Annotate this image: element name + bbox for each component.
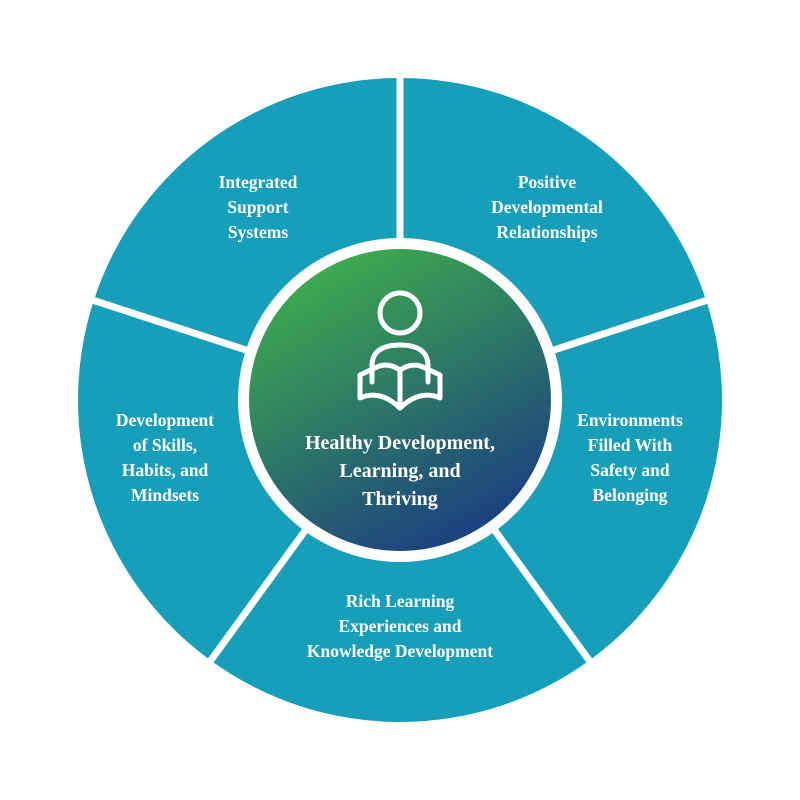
center-label-line: Healthy Development,	[305, 432, 495, 454]
segment-label-line: Belonging	[593, 485, 668, 505]
segment-label-line: Filled With	[588, 435, 673, 455]
segment-label-line: Positive	[518, 172, 577, 192]
segment-label-line: Mindsets	[131, 485, 199, 505]
segment-label-line: Rich Learning	[346, 591, 455, 611]
segment-label-line: Systems	[228, 222, 288, 242]
segment-label-line: Safety and	[590, 460, 670, 480]
segment-label-line: Integrated	[219, 172, 298, 192]
person-reading-book-icon	[357, 290, 443, 411]
segment-label-line: Development	[116, 410, 214, 430]
segment-label-line: Environments	[577, 410, 683, 430]
segment-label-line: Habits, and	[122, 460, 209, 480]
segment-label-line: Experiences and	[339, 616, 462, 636]
center-label-line: Learning, and	[339, 460, 460, 482]
segment-label-line: Knowledge Development	[307, 641, 493, 661]
center-label-line: Thriving	[362, 488, 438, 510]
segment-label-line: Support	[227, 197, 288, 217]
segment-label-line: Relationships	[496, 222, 597, 242]
segment-label-line: Developmental	[491, 197, 603, 217]
segment-label-line: of Skills,	[133, 435, 197, 455]
